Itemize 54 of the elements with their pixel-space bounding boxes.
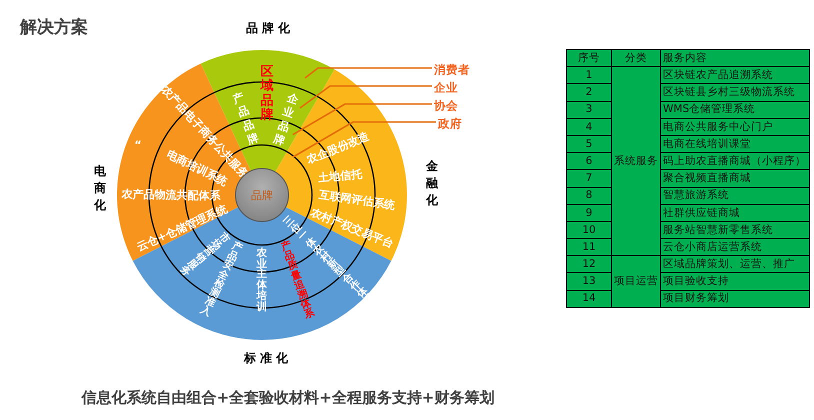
table-cell: 项目运营: [612, 256, 660, 308]
table-cell: 区域品牌策划、运营、推广: [660, 256, 810, 273]
sector-heading: 金融化: [426, 158, 438, 208]
sector-label: 互联网评估系统: [318, 189, 396, 211]
table-cell: 13: [566, 272, 612, 290]
leader-line: [304, 67, 432, 79]
leader-line: [292, 121, 436, 158]
table-cell: 2: [566, 84, 612, 102]
caption: 信息化系统自由组合+全套验收材料+全程服务支持+财务筹划: [82, 390, 494, 406]
table-cell: 服务内容: [660, 50, 810, 67]
callout-label: 协会: [434, 100, 458, 112]
sector-label: 土地信托: [318, 168, 362, 184]
table-cell: 11: [566, 238, 612, 256]
table-cell: 电商公共服务中心门户: [660, 118, 810, 136]
sector-heading: 品牌化: [246, 22, 294, 34]
table-cell: 8: [566, 187, 612, 204]
table-cell: 智慧旅游系统: [660, 187, 810, 204]
table-cell: 项目财务筹划: [660, 290, 810, 308]
table-cell: 4: [566, 118, 612, 136]
sector-heading: 电商化: [94, 162, 106, 214]
callout-label: 消费者: [434, 64, 470, 76]
sector-heading: 标准化: [244, 352, 292, 364]
table-cell: 9: [566, 204, 612, 222]
callout-label: 政府: [438, 118, 462, 130]
table-cell: 系统服务: [612, 66, 660, 256]
table-cell: 6: [566, 152, 612, 170]
table-cell: 社群供应链商城: [660, 204, 810, 222]
title: 解决方案: [20, 20, 88, 36]
table-cell: 区块链县乡村三级物流系统: [660, 84, 810, 102]
table-cell: 5: [566, 135, 612, 153]
table-cell: 7: [566, 170, 612, 187]
table-cell: 电商在线培训课堂: [660, 135, 810, 153]
sector-label: 产品品牌: [230, 90, 260, 148]
table-cell: 3: [566, 101, 612, 118]
leader-line: [300, 85, 432, 109]
table-cell: 码上助农直播商城（小程序）: [660, 152, 810, 170]
table-cell: 12: [566, 256, 612, 273]
table-cell: 分类: [612, 50, 660, 67]
table-cell: WMS仓储管理系统: [660, 101, 810, 118]
table-cell: 1: [566, 66, 612, 84]
table-cell: 项目验收支持: [660, 272, 810, 290]
callout-label: 企业: [434, 82, 458, 94]
table-cell: 云仓小商店运营系统: [660, 238, 810, 256]
table-cell: 序号: [566, 50, 612, 67]
sector-label: 农企股份改造: [305, 130, 371, 166]
table-cell: 聚合视频直播商城: [660, 170, 810, 187]
table-cell: 10: [566, 221, 612, 239]
table-cell: 区块链农产品追溯系统: [660, 66, 810, 84]
table-cell: 服务站智慧新零售系统: [660, 221, 810, 239]
table-cell: 14: [566, 290, 612, 308]
sector-label: “: [134, 140, 142, 150]
leader-line: [292, 103, 432, 136]
center-label: 品牌: [251, 188, 273, 202]
sector-label: 企业品牌: [272, 91, 300, 149]
